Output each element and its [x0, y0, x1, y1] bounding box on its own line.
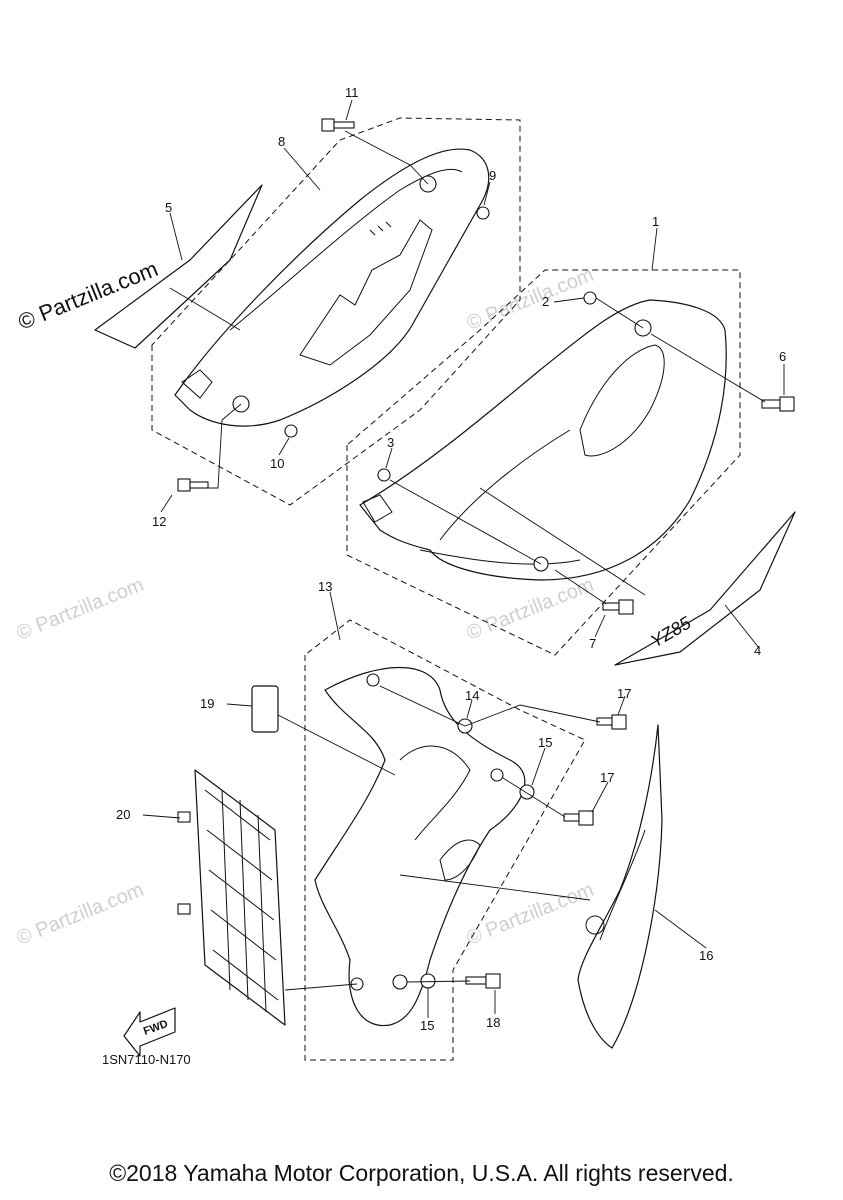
washer-part-3	[377, 468, 391, 482]
bolt-part-7	[602, 599, 634, 615]
callout-2: 2	[542, 294, 549, 309]
collar-part-15	[519, 784, 535, 800]
watermark-text: © Partzilla.com	[464, 879, 597, 950]
callout-9: 9	[489, 168, 496, 183]
bolt-part-18	[465, 973, 501, 989]
callout-5: 5	[165, 200, 172, 215]
callout-8: 8	[278, 134, 285, 149]
callout-3: 3	[387, 435, 394, 450]
collar-part-15	[420, 973, 436, 989]
bolt-part-17	[596, 714, 627, 730]
callout-4: 4	[754, 643, 761, 658]
bolt-part-12	[177, 478, 209, 492]
decal-part-5	[94, 184, 263, 349]
radiator-shroud-part-13	[314, 667, 526, 1027]
callout-10: 10	[270, 456, 284, 471]
callout-15-upper: 15	[538, 735, 552, 750]
washer-part-10	[284, 424, 298, 438]
callout-18: 18	[486, 1015, 500, 1030]
side-cover-part-1	[359, 299, 727, 581]
bolt-part-11	[321, 118, 355, 132]
callout-17-lower: 17	[600, 770, 614, 785]
callout-1: 1	[652, 214, 659, 229]
watermark-text: © Partzilla.com	[14, 574, 147, 645]
bolt-part-17	[563, 810, 594, 826]
callout-7: 7	[589, 636, 596, 651]
bolt-part-6	[761, 396, 795, 412]
radiator-guard-part-20	[177, 769, 286, 1026]
leader-lines	[142, 99, 785, 1018]
callout-labels: 1 2 3 4 5 6 7 8 9 10 11 12 13 14 15 15 1…	[116, 85, 786, 1033]
washer-part-2	[583, 291, 597, 305]
sponge-part-19	[251, 685, 279, 733]
callout-15-lower: 15	[420, 1018, 434, 1033]
callout-17-upper: 17	[617, 686, 631, 701]
diagram-code: 1SN7110-N170	[102, 1052, 191, 1067]
watermark-text: © Partzilla.com	[14, 879, 147, 950]
callout-14: 14	[465, 688, 479, 703]
callout-11: 11	[345, 85, 359, 100]
copyright-notice: ©2018 Yamaha Motor Corporation, U.S.A. A…	[109, 1160, 734, 1186]
side-cover-group-outline	[151, 117, 521, 506]
shroud-group-outline	[304, 619, 586, 1061]
callout-16: 16	[699, 948, 713, 963]
callout-6: 6	[779, 349, 786, 364]
side-cover-group-outline	[346, 269, 741, 656]
callout-12: 12	[152, 514, 166, 529]
washer-part-9	[476, 206, 490, 220]
side-cover-part-8	[174, 148, 490, 427]
forward-direction-arrow-icon: FWD	[123, 1007, 176, 1057]
decal-part-16	[577, 724, 663, 1049]
callout-19: 19	[200, 696, 214, 711]
callout-13: 13	[318, 579, 332, 594]
callout-20: 20	[116, 807, 130, 822]
